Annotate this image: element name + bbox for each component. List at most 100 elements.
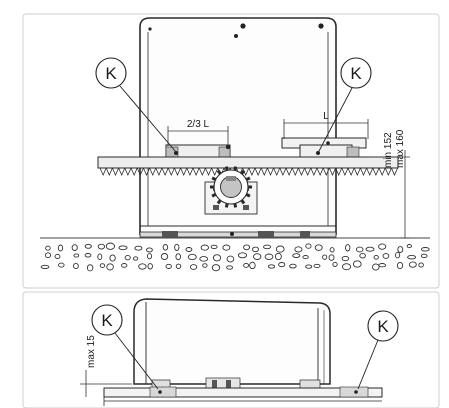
gravel-pebble bbox=[138, 263, 147, 270]
rack-tooth bbox=[260, 167, 268, 176]
rack-tooth bbox=[372, 167, 380, 176]
gravel-pebble bbox=[408, 261, 417, 268]
rack-tooth bbox=[285, 167, 293, 176]
rack-tooth bbox=[205, 167, 212, 176]
gravel-pebble bbox=[132, 256, 139, 261]
rack-tooth bbox=[248, 167, 256, 176]
gravel-pebble bbox=[124, 254, 131, 261]
gravel-pebble bbox=[165, 263, 172, 269]
gravel-pebble bbox=[73, 253, 80, 258]
screw-dot bbox=[240, 23, 246, 29]
gravel-pebble bbox=[84, 243, 92, 249]
gravel-pebble bbox=[329, 247, 335, 253]
rack-tooth bbox=[329, 167, 336, 176]
gravel-pebble bbox=[332, 261, 338, 267]
gravel-pebble bbox=[160, 253, 169, 260]
gravel-pebble bbox=[420, 253, 428, 259]
callout-k-top-right: K bbox=[350, 64, 362, 83]
gravel-pebble bbox=[58, 262, 65, 268]
gravel-pebble bbox=[121, 263, 128, 268]
gravel-pebble bbox=[249, 261, 256, 270]
rack-tooth bbox=[291, 167, 299, 176]
rack-tooth bbox=[267, 167, 274, 176]
gravel-pebble bbox=[97, 253, 103, 260]
callout-k-bottom-right: K bbox=[377, 317, 389, 336]
gravel-pebble bbox=[314, 244, 323, 251]
gravel-pebble bbox=[212, 254, 222, 262]
gravel-pebble bbox=[71, 244, 78, 251]
rack-tooth bbox=[180, 167, 188, 176]
gravel-pebble bbox=[243, 244, 251, 251]
rack-tooth bbox=[161, 167, 169, 176]
rack-tooth bbox=[112, 167, 119, 176]
gravel-pebble bbox=[199, 256, 209, 262]
rack-tooth bbox=[335, 167, 343, 176]
rack-tooth bbox=[360, 167, 367, 176]
motor-body bbox=[139, 17, 337, 235]
gravel-pebble bbox=[275, 245, 285, 253]
max-gap-label: max 15 bbox=[86, 335, 97, 368]
rack-tooth bbox=[316, 167, 324, 176]
gravel-pebble bbox=[407, 254, 417, 260]
rack-tooth bbox=[341, 167, 349, 176]
rack-tooth bbox=[130, 167, 138, 176]
right-rack-bracket bbox=[281, 137, 367, 158]
gravel-pebble bbox=[355, 246, 364, 253]
gravel-pebble bbox=[359, 252, 366, 259]
gravel-pebble bbox=[372, 263, 380, 271]
leader-line bbox=[114, 332, 159, 390]
gravel-pebble bbox=[210, 244, 218, 250]
callout-circle bbox=[340, 57, 372, 89]
rack-tooth bbox=[384, 167, 392, 176]
gravel-pebble bbox=[378, 243, 387, 250]
height-dimension bbox=[372, 150, 410, 239]
rack-tooth bbox=[192, 167, 200, 176]
rack-tooth bbox=[304, 167, 312, 176]
side-base bbox=[151, 377, 321, 389]
gravel-pebble bbox=[222, 244, 231, 251]
rack-tooth bbox=[143, 167, 150, 176]
gravel-pebble bbox=[211, 264, 221, 272]
callout-k-top-left: K bbox=[105, 64, 117, 83]
callout-circle bbox=[91, 304, 123, 336]
rack-tooth bbox=[353, 167, 361, 176]
gravel-pebble bbox=[302, 255, 309, 260]
max-height-label: max 160 bbox=[395, 129, 406, 168]
gravel-pebble bbox=[118, 245, 128, 251]
gravel-pebble bbox=[54, 253, 61, 259]
gravel-pebble bbox=[313, 263, 321, 268]
pinion-gear bbox=[204, 166, 258, 215]
rack-tooth bbox=[378, 167, 386, 176]
gravel-pebble bbox=[373, 254, 379, 260]
gravel-pebble bbox=[341, 263, 352, 271]
rack-tooth bbox=[366, 167, 374, 176]
gravel-pebble bbox=[147, 263, 153, 270]
gravel-pebble bbox=[189, 264, 198, 270]
gravel-pebble bbox=[105, 242, 115, 250]
gravel-pebble bbox=[185, 247, 193, 252]
rack-tooth bbox=[298, 167, 305, 176]
gravel-pebble bbox=[187, 253, 197, 261]
callout-circle bbox=[367, 310, 399, 342]
rack-tooth bbox=[118, 167, 126, 176]
gravel-pebble bbox=[109, 254, 116, 262]
gravel-pebble bbox=[146, 253, 153, 260]
rack-tooth bbox=[198, 167, 206, 176]
gravel-pebble bbox=[44, 252, 52, 259]
screw-dot bbox=[148, 27, 152, 31]
gravel-pebble bbox=[174, 243, 180, 251]
gravel-pebble bbox=[45, 245, 51, 251]
side-rails bbox=[103, 386, 383, 406]
gravel-pebble bbox=[226, 255, 235, 263]
gravel-pebble bbox=[365, 246, 375, 252]
gravel-pebble bbox=[97, 243, 106, 250]
rack-tooth bbox=[167, 167, 175, 176]
rack-tooth bbox=[310, 167, 318, 176]
gravel-pebble bbox=[264, 253, 274, 261]
rack-tooth bbox=[136, 167, 144, 176]
motor-side-body bbox=[133, 298, 331, 385]
gravel-pebble bbox=[57, 244, 64, 252]
gravel-pebble bbox=[418, 262, 424, 268]
gap-dimension bbox=[80, 370, 132, 397]
gravel-pebble bbox=[134, 245, 143, 251]
